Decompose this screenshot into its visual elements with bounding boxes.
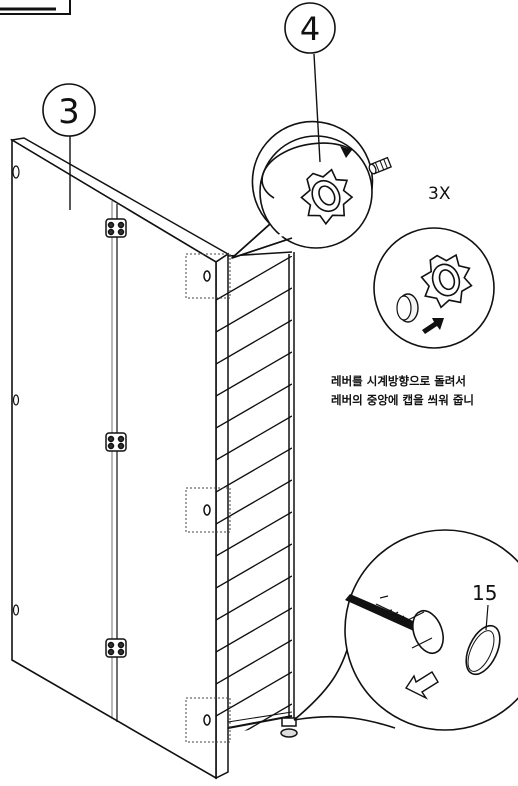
hinge-icon [105,218,127,658]
instruction-line-2: 레버의 중앙에 캡을 씌워 줍니 [331,393,474,407]
edge-pin-icon [12,165,20,616]
cabinet-side-panel [9,137,230,780]
lever-rotation-callout [231,120,392,259]
screw-head-icon [203,270,211,726]
insert-arrow-icon [404,671,439,700]
ladder-grille [216,251,298,738]
assembly-instruction: 레버를 시계방향으로 돌려서 레버의 중앙에 캡을 씌워 줍니 [331,372,518,410]
part-4-badge: 4 [284,2,336,54]
repeat-count-label: 3X [428,184,451,204]
part-3-badge: 3 [42,83,96,137]
lever-disc-icon [403,609,444,655]
cap-detail-callout: 15 [293,529,518,731]
part-3-label: 3 [58,92,80,132]
dotted-highlight-box [185,253,231,743]
cap-attach-callout [373,227,495,349]
instruction-line-1: 레버를 시계방향으로 돌려서 [331,374,466,388]
part-15-label: 15 [472,581,497,605]
part-4-label: 4 [300,10,320,48]
step-box-fragment [0,0,71,15]
insert-arrow-icon [422,318,444,334]
cap-icon [465,624,501,676]
cap-icon [396,293,419,323]
